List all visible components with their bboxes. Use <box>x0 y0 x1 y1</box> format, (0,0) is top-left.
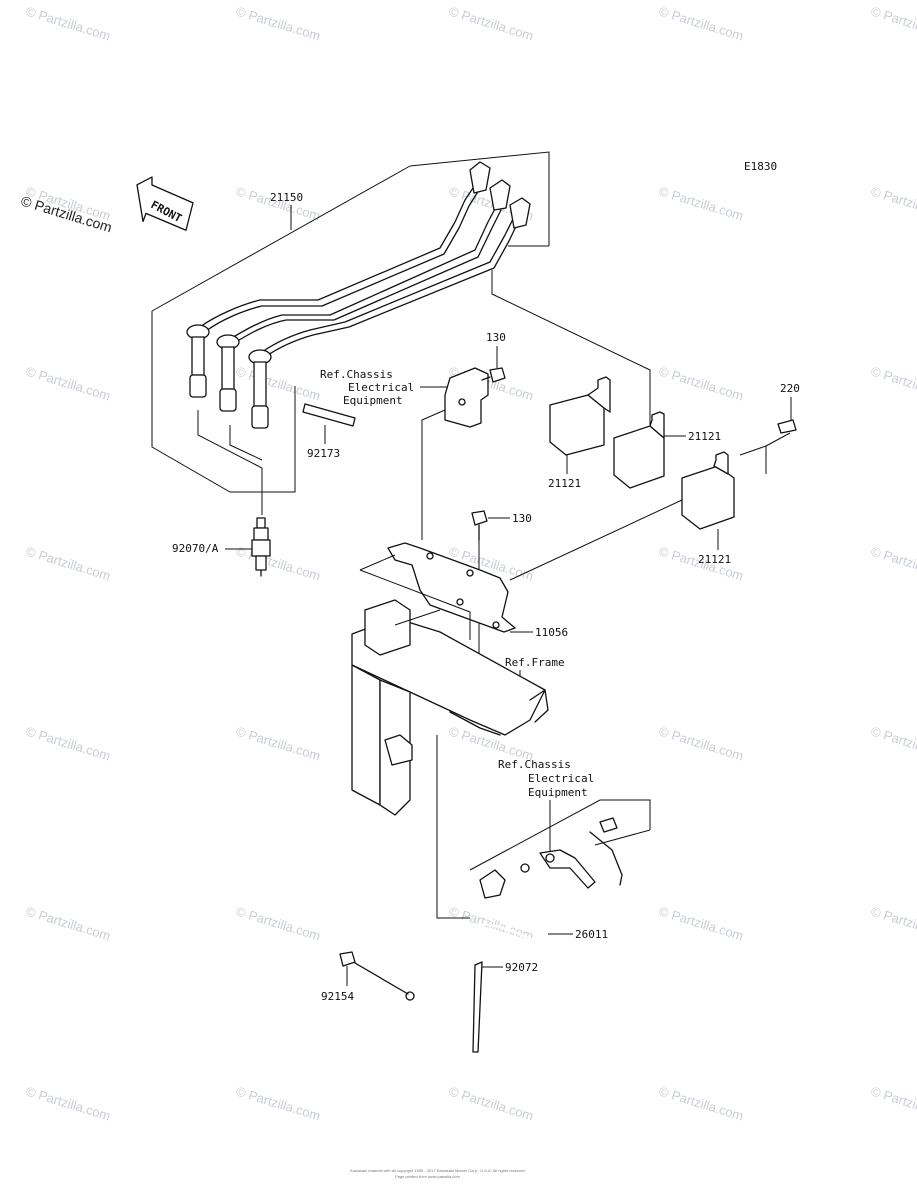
label-92173: 92173 <box>307 447 340 460</box>
label-21121-a: 21121 <box>548 477 581 490</box>
watermark-text: © Partzilla.com <box>657 184 745 224</box>
watermark-text: © Partzilla.com <box>869 904 917 944</box>
ground-cable-26011 <box>405 863 550 1001</box>
watermark-text: © Partzilla.com <box>234 724 322 764</box>
watermark-text: © Partzilla.com <box>234 904 322 944</box>
ignition-coil-3 <box>681 451 735 530</box>
label-130-lower: 130 <box>512 512 532 525</box>
vehicle-frame <box>351 599 549 816</box>
spark-plug <box>251 517 271 577</box>
cable-tie-92072 <box>472 961 483 1053</box>
ref-chassis-upper-line2: Electrical <box>348 381 414 394</box>
copyright-line-1: Kawasaki material with all copyright 199… <box>350 1168 526 1173</box>
label-92154: 92154 <box>321 990 354 1003</box>
watermark-text: © Partzilla.com <box>869 184 917 224</box>
ref-frame: Ref.Frame <box>505 656 565 669</box>
watermark-text: © Partzilla.com <box>657 1084 745 1124</box>
watermark-text: © Partzilla.com <box>869 364 917 404</box>
label-220: 220 <box>780 382 800 395</box>
watermark-text: © Partzilla.com <box>869 4 917 44</box>
chassis-bracket-upper <box>444 367 489 428</box>
watermark-text: © Partzilla.com <box>234 4 322 44</box>
diagram-code: E1830 <box>744 160 777 173</box>
plug-cap-2 <box>216 334 240 412</box>
ignition-coil-2 <box>613 411 665 489</box>
watermark-text: © Partzilla.com <box>24 364 112 404</box>
bolt-220 <box>777 419 797 434</box>
copyright-line-2: Page printed from www.partzilla.com <box>395 1174 461 1179</box>
watermark-text: © Partzilla.com <box>869 544 917 584</box>
watermark-text: © Partzilla.com <box>24 4 112 44</box>
watermark-text: © Partzilla.com <box>447 904 535 944</box>
label-92072: 92072 <box>505 961 538 974</box>
label-26011: 26011 <box>575 928 608 941</box>
watermark-text: © Partzilla.com <box>657 904 745 944</box>
ref-chassis-upper-line1: Ref.Chassis <box>320 368 393 381</box>
label-21150: 21150 <box>270 191 303 204</box>
front-arrow-icon: FRONT <box>136 176 194 231</box>
label-92070a: 92070/A <box>172 542 219 555</box>
plug-cap-3 <box>248 349 272 429</box>
label-21121-b: 21121 <box>688 430 721 443</box>
watermark-text: © Partzilla.com <box>24 1084 112 1124</box>
ground-bracket <box>479 817 623 899</box>
watermark-text: © Partzilla.com <box>869 1084 917 1124</box>
label-130-upper: 130 <box>486 331 506 344</box>
ref-chassis-upper-line3: Equipment <box>343 394 403 407</box>
watermark-text: © Partzilla.com <box>24 904 112 944</box>
spark-plug-lead-assembly <box>151 151 550 515</box>
ref-chassis-lower-line1: Ref.Chassis <box>498 758 571 771</box>
watermark-text: © Partzilla.com <box>447 1084 535 1124</box>
watermark-text: © Partzilla.com <box>657 724 745 764</box>
watermark-text: © Partzilla.com <box>447 4 535 44</box>
bolt-130-upper <box>481 367 506 383</box>
watermark-text: © Partzilla.com <box>869 724 917 764</box>
watermark-text: © Partzilla.com <box>657 364 745 404</box>
bolt-130-lower <box>471 510 488 541</box>
cable-tie-92173 <box>302 403 356 427</box>
ref-chassis-lower-line2: Electrical <box>528 772 594 785</box>
watermark-text: © Partzilla.com <box>234 1084 322 1124</box>
ignition-coil-1 <box>549 376 611 456</box>
watermark-text: © Partzilla.com <box>24 724 112 764</box>
plug-cap-1 <box>186 324 210 398</box>
label-21121-c: 21121 <box>698 553 731 566</box>
ref-chassis-lower-line3: Equipment <box>528 786 588 799</box>
watermark-text: © Partzilla.com <box>234 364 322 404</box>
bolt-92154 <box>339 951 409 995</box>
watermark-text: © Partzilla.com <box>234 544 322 584</box>
label-11056: 11056 <box>535 626 568 639</box>
coil-bracket-11056 <box>387 542 516 633</box>
watermark-text: © Partzilla.com <box>24 544 112 584</box>
watermark-text: © Partzilla.com <box>657 4 745 44</box>
